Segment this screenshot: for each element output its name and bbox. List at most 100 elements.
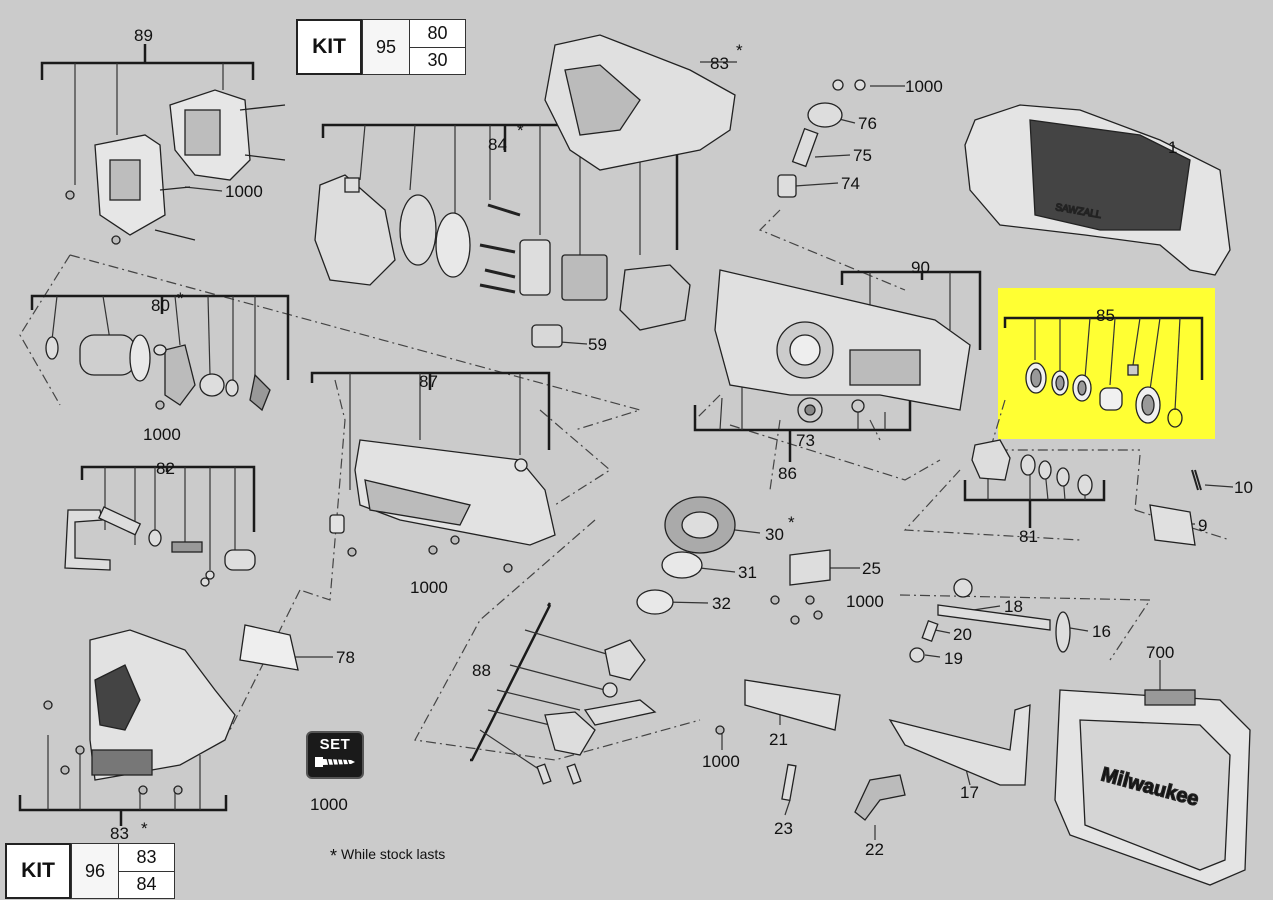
kit-number: 95 bbox=[362, 20, 409, 74]
callout-78: 78 bbox=[336, 648, 355, 667]
part-89-motor-end bbox=[94, 89, 286, 241]
kit-items: 83 84 bbox=[118, 844, 174, 898]
leader-lines bbox=[47, 61, 1234, 840]
part-700-case: Milwaukee bbox=[1054, 689, 1251, 886]
kit-label: KIT bbox=[5, 843, 71, 899]
callout-1000-e: 1000 bbox=[846, 592, 884, 611]
callout-1000-f: 1000 bbox=[702, 752, 740, 771]
part-21-plate bbox=[744, 679, 841, 731]
callout-82: 82 bbox=[156, 459, 175, 478]
callout-1000-d: 1000 bbox=[410, 578, 448, 597]
footnote-symbol: * bbox=[330, 846, 338, 866]
part-10-spring bbox=[1191, 469, 1202, 491]
kit-item: 83 bbox=[119, 844, 174, 871]
part-25-bracket bbox=[789, 549, 831, 586]
part-1-front-housing: SAWZALL bbox=[964, 104, 1231, 276]
callout-75: 75 bbox=[853, 146, 872, 165]
callout-31: 31 bbox=[738, 563, 757, 582]
kit-items: 80 30 bbox=[409, 20, 465, 74]
part-76-plate bbox=[777, 79, 866, 198]
asterisk-84: * bbox=[517, 121, 524, 140]
part-59-clip bbox=[531, 324, 563, 348]
callout-89: 89 bbox=[134, 26, 153, 45]
kit-number: 96 bbox=[71, 844, 118, 898]
part-73-bearing bbox=[797, 397, 823, 423]
part-17-shoe bbox=[888, 704, 1031, 786]
callout-1000-a: 1000 bbox=[225, 182, 263, 201]
callout-1000-c: 1000 bbox=[143, 425, 181, 444]
bracket-lines bbox=[18, 44, 1204, 826]
callout-23: 23 bbox=[774, 819, 793, 838]
part-30-gear bbox=[664, 496, 736, 554]
callout-83-top: 83 bbox=[710, 54, 729, 73]
part-85-bearing-set bbox=[1025, 362, 1183, 428]
callout-84: 84 bbox=[488, 135, 507, 154]
callout-9: 9 bbox=[1198, 516, 1207, 535]
part-88-linkage bbox=[536, 639, 657, 785]
screw-icon bbox=[315, 757, 355, 767]
callout-88: 88 bbox=[472, 661, 491, 680]
footnote-text: While stock lasts bbox=[341, 846, 446, 862]
set-badge: SET bbox=[306, 731, 364, 779]
callout-73: 73 bbox=[796, 431, 815, 450]
callout-1000-b: 1000 bbox=[905, 77, 943, 96]
footnote: *While stock lasts bbox=[330, 846, 445, 867]
part-22-lever bbox=[854, 774, 906, 821]
assembly-lines bbox=[19, 209, 1231, 761]
callout-83-bottom: 83 bbox=[110, 824, 129, 843]
callout-87: 87 bbox=[419, 372, 438, 391]
callout-85: 85 bbox=[1096, 306, 1115, 325]
kit-label: KIT bbox=[296, 19, 362, 75]
callout-76: 76 bbox=[858, 114, 877, 133]
callout-labels: 89 1000 83 * 1000 76 75 74 1 84 * 59 80 … bbox=[110, 26, 1253, 859]
callout-19: 19 bbox=[944, 649, 963, 668]
part-drawings: SAWZALL bbox=[43, 34, 1251, 886]
callout-86: 86 bbox=[778, 464, 797, 483]
part-32-washer bbox=[636, 589, 674, 615]
part-87-gear-housing bbox=[329, 439, 556, 546]
callout-25: 25 bbox=[862, 559, 881, 578]
part-18-plunger bbox=[909, 578, 1071, 663]
part-82-clamp bbox=[64, 506, 256, 587]
callout-10: 10 bbox=[1234, 478, 1253, 497]
callout-18: 18 bbox=[1004, 597, 1023, 616]
part-78-label bbox=[239, 624, 299, 671]
callout-59: 59 bbox=[588, 335, 607, 354]
kit-item: 84 bbox=[119, 870, 174, 898]
kit-box-96: KIT 96 83 84 bbox=[5, 843, 175, 899]
part-86-nut bbox=[851, 399, 865, 413]
callout-1: 1 bbox=[1168, 138, 1177, 157]
asterisk-30: * bbox=[788, 513, 795, 532]
callout-80: 80 bbox=[151, 296, 170, 315]
callout-81: 81 bbox=[1019, 527, 1038, 546]
asterisk-80: * bbox=[177, 289, 184, 308]
callout-20: 20 bbox=[953, 625, 972, 644]
callout-74: 74 bbox=[841, 174, 860, 193]
screws bbox=[43, 190, 823, 795]
callout-16: 16 bbox=[1092, 622, 1111, 641]
asterisk-83-bottom: * bbox=[141, 819, 148, 838]
part-84-field bbox=[314, 174, 691, 331]
callout-90: 90 bbox=[911, 258, 930, 277]
kit-item: 80 bbox=[410, 20, 465, 47]
part-83-top-housing bbox=[544, 34, 736, 171]
kit-item: 30 bbox=[410, 46, 465, 74]
callout-1000-set: 1000 bbox=[310, 795, 348, 814]
callout-30: 30 bbox=[765, 525, 784, 544]
part-23-pin bbox=[781, 763, 797, 802]
kit-box-95: KIT 95 80 30 bbox=[296, 19, 466, 75]
part-83-bottom-handle bbox=[89, 629, 236, 781]
callout-17: 17 bbox=[960, 783, 979, 802]
part-81-sleeve bbox=[971, 439, 1093, 496]
part-31-washer bbox=[661, 551, 703, 579]
callout-22: 22 bbox=[865, 840, 884, 859]
part-80-armature bbox=[45, 334, 271, 412]
callout-21: 21 bbox=[769, 730, 788, 749]
set-label: SET bbox=[319, 736, 351, 753]
part-90-frame bbox=[714, 269, 971, 411]
callout-32: 32 bbox=[712, 594, 731, 613]
asterisk-83-top: * bbox=[736, 41, 743, 60]
callout-700: 700 bbox=[1146, 643, 1174, 662]
part-9-collar bbox=[1149, 504, 1196, 546]
